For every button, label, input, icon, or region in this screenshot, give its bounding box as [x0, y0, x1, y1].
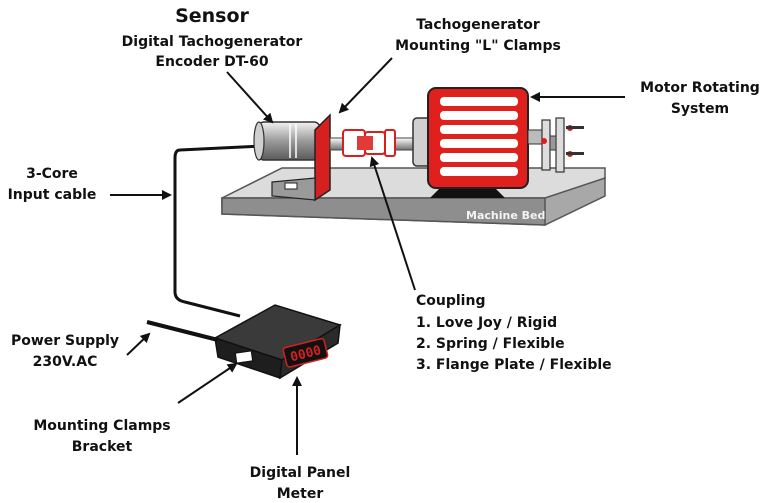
clamps-label-line2: Mounting "L" Clamps — [395, 38, 561, 54]
arrow-bracket — [177, 362, 238, 404]
coupling-item-2: 2. Spring / Flexible — [416, 336, 565, 352]
meter-label-line2: Meter — [277, 486, 324, 502]
digital-panel-meter: 0000 — [213, 304, 342, 380]
motor-label-line2: System — [671, 101, 729, 117]
l-clamp — [271, 113, 331, 202]
tachogenerator-sensor — [253, 121, 321, 161]
motor-label-line1: Motor Rotating — [640, 80, 760, 96]
bracket-label-line2: Bracket — [72, 439, 133, 455]
coupling — [329, 129, 431, 157]
meter-display-readout: 0000 — [289, 343, 323, 365]
meter-label-line1: Digital Panel — [250, 465, 351, 481]
input-cable — [173, 144, 263, 318]
coupling-item-1: 1. Love Joy / Rigid — [416, 315, 557, 331]
clamps-label-line1: Tachogenerator — [416, 17, 540, 33]
arrow-power — [126, 332, 151, 356]
power-label-line2: 230V.AC — [33, 354, 98, 370]
arrow-coupling — [369, 156, 416, 291]
cable-label-line1: 3-Core — [26, 166, 78, 182]
arrow-clamps — [338, 57, 393, 114]
machine-bed-label: Machine Bed — [466, 209, 545, 222]
sensor-label-line2: Encoder DT-60 — [155, 54, 268, 70]
coupling-title: Coupling — [416, 293, 485, 309]
coupling-item-3: 3. Flange Plate / Flexible — [416, 357, 612, 373]
bracket-label-line1: Mounting Clamps — [33, 418, 170, 434]
sensor-label-line1: Digital Tachogenerator — [122, 34, 303, 50]
cable-label-line2: Input cable — [8, 187, 97, 203]
power-label-line1: Power Supply — [11, 333, 119, 349]
motor — [412, 87, 584, 198]
power-cord — [146, 320, 219, 342]
sensor-title: Sensor — [175, 5, 249, 27]
arrow-sensor — [226, 71, 274, 124]
